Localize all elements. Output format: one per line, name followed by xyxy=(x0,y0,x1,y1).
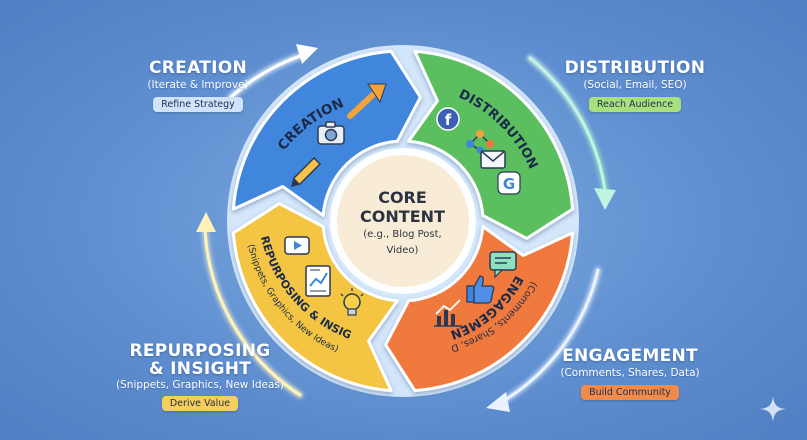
arrowhead-right-icon xyxy=(594,188,616,210)
core-sub-line2: Video) xyxy=(386,244,419,256)
segment-repurposing xyxy=(231,202,399,393)
segment-engagement xyxy=(384,225,575,393)
side-title-engagement: ENGAGEMENT xyxy=(562,346,698,366)
pill-derive-value: Derive Value xyxy=(161,396,239,411)
side-callout-distribution: DISTRIBUTION (Social, Email, SEO) Reach … xyxy=(560,58,710,112)
arrow-up-right-icon xyxy=(347,83,387,119)
pill-reach-audience: Reach Audience xyxy=(588,97,682,112)
pill-refine-strategy: Refine Strategy xyxy=(153,97,243,112)
side-title-distribution: DISTRIBUTION xyxy=(564,58,706,78)
outer-cycle-arrows xyxy=(202,53,608,403)
video-play-icon xyxy=(284,236,310,255)
arrowhead-left-icon xyxy=(196,212,216,232)
email-icon xyxy=(480,150,506,169)
core-content-circle xyxy=(337,155,469,287)
thumbs-up-icon xyxy=(466,275,495,304)
core-content-label: CORE CONTENT (e.g., Blog Post, Video) xyxy=(345,188,460,257)
report-chart-icon xyxy=(305,265,331,297)
facebook-icon: f xyxy=(436,107,460,131)
camera-icon xyxy=(317,121,345,145)
side-title-repurposing-line1: REPURPOSING xyxy=(129,341,271,361)
side-sub-distribution: (Social, Email, SEO) xyxy=(583,79,687,91)
arrowhead-bottom-icon xyxy=(486,392,510,412)
outer-arrowheads xyxy=(196,44,616,412)
sparkle-icon xyxy=(760,396,786,422)
pencil-icon xyxy=(290,156,322,188)
bar-chart-icon xyxy=(434,299,462,327)
side-title-repurposing-line2: & INSIGHT xyxy=(148,359,252,379)
lightbulb-icon xyxy=(340,288,364,316)
side-sub-engagement: (Comments, Shares, Data) xyxy=(560,367,700,379)
side-sub-creation: (Iterate & Improve) xyxy=(147,79,249,91)
side-callout-repurposing: REPURPOSING & INSIGHT (Snippets, Graphic… xyxy=(105,342,295,411)
svg-text:G: G xyxy=(503,175,515,193)
chat-bubble-icon xyxy=(489,251,517,279)
core-title-line2: CONTENT xyxy=(360,207,445,226)
svg-text:f: f xyxy=(445,111,452,129)
core-sub-line1: (e.g., Blog Post, xyxy=(363,229,442,240)
side-sub-repurposing: (Snippets, Graphics, New Ideas) xyxy=(116,379,284,391)
share-network-icon xyxy=(466,130,494,154)
core-title-line1: CORE xyxy=(378,188,427,207)
pill-build-community: Build Community xyxy=(581,385,679,400)
side-callout-creation: CREATION (Iterate & Improve) Refine Stra… xyxy=(128,58,268,112)
google-icon: G xyxy=(497,171,521,195)
side-title-creation: CREATION xyxy=(148,58,248,78)
side-callout-engagement: ENGAGEMENT (Comments, Shares, Data) Buil… xyxy=(545,346,715,400)
arrowhead-top-left-icon xyxy=(296,44,318,64)
